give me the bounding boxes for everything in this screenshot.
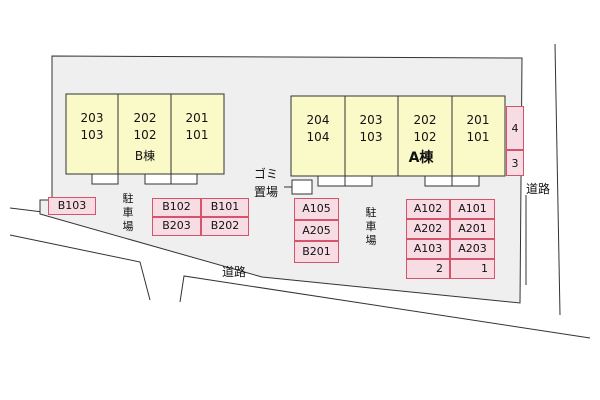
parking-label-center-text: 駐車場 <box>365 206 377 247</box>
balcony <box>451 175 480 187</box>
balcony <box>344 175 373 187</box>
unit-label-b-202-102: 202 102 <box>120 110 170 144</box>
balcony <box>144 173 172 185</box>
unit-label-a-201-101: 201 101 <box>453 112 503 146</box>
unit-upper: 203 <box>359 113 383 127</box>
balcony <box>170 173 198 185</box>
unit-upper: 203 <box>80 111 104 125</box>
road-south-edge-lower-east <box>179 275 591 339</box>
parking-space-b202: B202 <box>201 217 249 236</box>
unit-lower: 104 <box>306 130 330 144</box>
parking-space-4: 4 <box>506 106 524 150</box>
balcony <box>91 173 119 185</box>
parking-space-b203: B203 <box>152 217 201 236</box>
road-label-south: 道路 <box>222 265 247 279</box>
parking-space-a105: A105 <box>294 198 339 220</box>
unit-label-a-202-102: 202 102 <box>400 112 450 146</box>
balcony <box>424 175 453 187</box>
unit-lower: 101 <box>466 130 490 144</box>
building-b-name: B棟 <box>134 149 156 163</box>
parking-space-a203: A203 <box>450 239 495 259</box>
parking-space-b201: B201 <box>294 241 339 263</box>
unit-label-b-203-103: 203 103 <box>67 110 117 144</box>
parking-label-left: 駐車場 <box>121 192 135 234</box>
parking-space-a103: A103 <box>406 239 450 259</box>
unit-lower: 103 <box>80 128 104 142</box>
road-label-east: 道路 <box>526 182 551 196</box>
unit-lower: 101 <box>185 128 209 142</box>
building-a-name: A棟 <box>408 150 434 166</box>
parking-space-b102: B102 <box>152 198 201 217</box>
garbage-area <box>291 179 313 195</box>
parking-space-a205: A205 <box>294 220 339 241</box>
parking-space-a102: A102 <box>406 199 450 219</box>
parking-space-a202: A202 <box>406 219 450 239</box>
parking-space-a101: A101 <box>450 199 495 219</box>
parking-space-3: 3 <box>506 150 524 176</box>
unit-upper: 202 <box>413 113 437 127</box>
balcony <box>317 175 346 187</box>
parking-space-a201: A201 <box>450 219 495 239</box>
parking-space-1: 1 <box>450 259 495 279</box>
parking-space-b103: B103 <box>48 197 96 215</box>
parking-space-2: 2 <box>406 259 450 279</box>
parking-label-center: 駐車場 <box>364 206 378 248</box>
unit-label-b-201-101: 201 101 <box>172 110 222 144</box>
unit-label-a-203-103: 203 103 <box>346 112 396 146</box>
garbage-label: ゴミ置場 <box>254 167 279 199</box>
road-south-edge-lower-west <box>9 234 151 301</box>
parking-label-left-text: 駐車場 <box>122 192 134 233</box>
unit-lower: 102 <box>133 128 157 142</box>
parking-space-b101: B101 <box>201 198 249 217</box>
unit-upper: 201 <box>466 113 490 127</box>
building-b <box>65 93 225 175</box>
unit-lower: 103 <box>359 130 383 144</box>
road-east-edge-east <box>554 43 561 316</box>
unit-upper: 204 <box>306 113 330 127</box>
unit-upper: 201 <box>185 111 209 125</box>
unit-upper: 202 <box>133 111 157 125</box>
unit-label-a-204-104: 204 104 <box>293 112 343 146</box>
unit-lower: 102 <box>413 130 437 144</box>
